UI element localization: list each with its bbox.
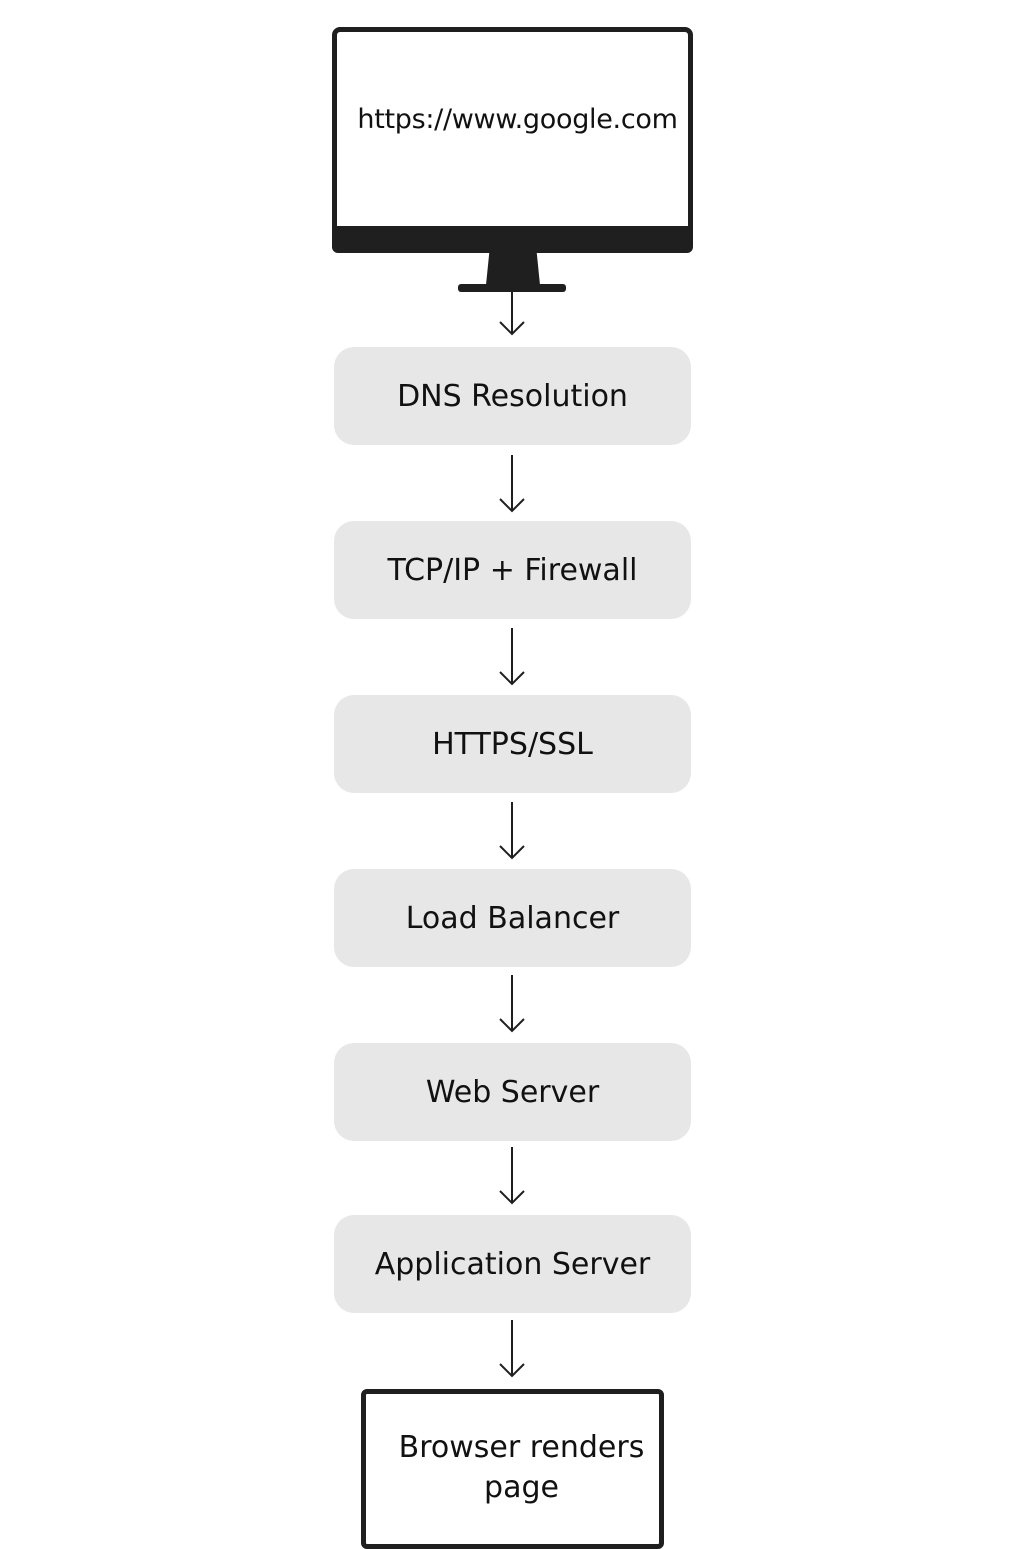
- down-arrow-icon: [499, 278, 525, 336]
- step-web-server: Web Server: [334, 1043, 691, 1141]
- step-dns-resolution: DNS Resolution: [334, 347, 691, 445]
- step-https-ssl: HTTPS/SSL: [334, 695, 691, 793]
- step-label: Load Balancer: [405, 900, 620, 936]
- monitor-icon: https://www.google.com: [332, 27, 693, 292]
- down-arrow-icon: [499, 1147, 525, 1205]
- step-label: HTTPS/SSL: [432, 726, 593, 762]
- browser-render-label: Browser renders page: [366, 1428, 659, 1508]
- monitor-bezel: [332, 226, 693, 253]
- down-arrow-icon: [499, 1320, 525, 1378]
- step-label: Application Server: [374, 1246, 651, 1282]
- step-label: DNS Resolution: [397, 378, 628, 414]
- down-arrow-icon: [499, 802, 525, 860]
- browser-render-line-2: page: [484, 1470, 559, 1505]
- down-arrow-icon: [499, 628, 525, 686]
- step-label: Web Server: [425, 1074, 600, 1110]
- monitor-screen: https://www.google.com: [332, 27, 693, 226]
- browser-render-line-1: Browser renders: [398, 1430, 645, 1465]
- step-label: TCP/IP + Firewall: [387, 552, 638, 588]
- step-tcp-ip-firewall: TCP/IP + Firewall: [334, 521, 691, 619]
- url-text: https://www.google.com: [357, 104, 678, 135]
- down-arrow-icon: [499, 975, 525, 1033]
- browser-render-box: Browser renders page: [361, 1389, 664, 1549]
- step-application-server: Application Server: [334, 1215, 691, 1313]
- down-arrow-icon: [499, 455, 525, 513]
- step-load-balancer: Load Balancer: [334, 869, 691, 967]
